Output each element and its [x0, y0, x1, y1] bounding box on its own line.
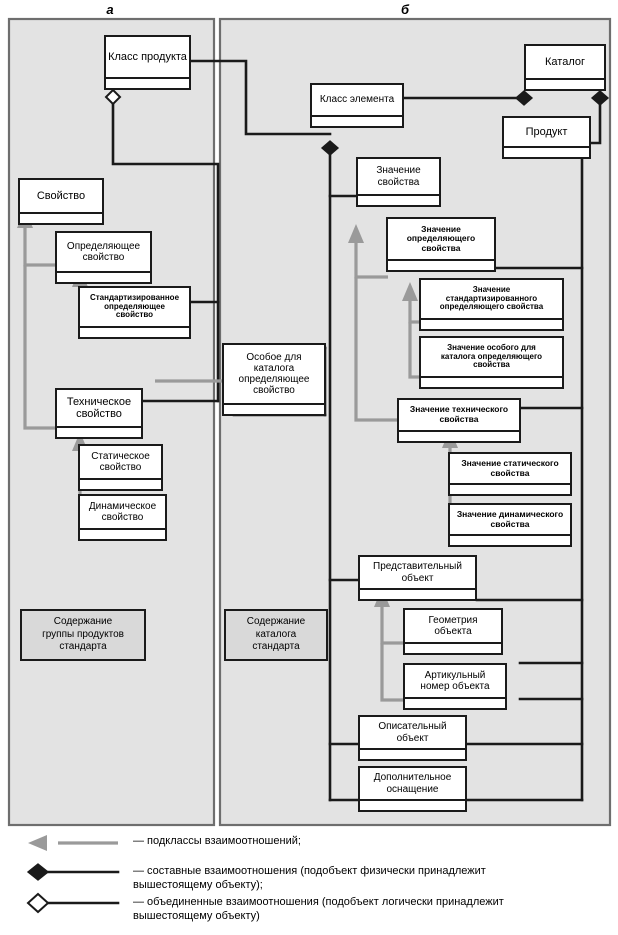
class-box-compartment — [405, 697, 505, 708]
class-box-title: Продукт — [525, 125, 568, 138]
class-box-compartment — [57, 426, 141, 437]
panel-a-letter: а — [106, 2, 114, 17]
class-box-compartment — [80, 528, 165, 539]
legend-symbols — [26, 835, 120, 914]
legend-item-subclass-text: — подклассы взаимоотношений; — [133, 835, 301, 847]
class-box-element-class[interactable]: Класс элемента — [310, 83, 404, 128]
class-box-compartment — [360, 588, 475, 599]
link-product-class-to-element-class — [189, 59, 332, 136]
class-box-title: Каталог — [545, 55, 585, 68]
class-box-compartment — [360, 748, 465, 759]
class-box-title: Класс элемента — [319, 94, 395, 106]
class-box-product-class[interactable]: Класс продукта — [104, 35, 191, 90]
class-box-compartment — [504, 146, 589, 157]
class-box-product[interactable]: Продукт — [502, 116, 591, 159]
class-box-compartment — [421, 376, 562, 387]
class-box-compartment — [358, 194, 439, 205]
filled-diamond-catalog-right — [590, 90, 610, 106]
subclass-arrowhead-defining-property-value — [402, 282, 418, 301]
legend-item-aggregation-text: — объединенные взаимоотношения (подобъек… — [133, 896, 504, 923]
class-box-compartment — [20, 212, 102, 223]
filled-diamond-catalog-left — [514, 90, 534, 106]
subclass-arrow-technical-property — [23, 265, 57, 430]
link-product-to-catalog — [589, 96, 602, 145]
link-product-class-trunk — [111, 102, 220, 403]
legend-hollow-diamond — [26, 892, 50, 914]
hollow-diamond-product-class — [104, 88, 122, 106]
class-box-catalog[interactable]: Каталог — [524, 44, 606, 91]
class-box-title: Класс продукта — [108, 50, 187, 63]
class-box-compartment — [80, 326, 189, 337]
panel-b-letter: б — [400, 2, 410, 17]
class-box-compartment — [106, 77, 189, 88]
class-box-compartment — [80, 478, 161, 489]
class-box-property[interactable]: Свойство — [18, 178, 104, 225]
legend-gray-arrowhead — [28, 835, 47, 851]
legend: — подклассы взаимоотношений; — составные… — [0, 828, 618, 935]
class-box-title: Свойство — [36, 189, 86, 202]
class-box-compartment — [526, 78, 604, 89]
class-box-compartment — [421, 318, 562, 329]
subclass-arrow-technical-property-value — [354, 277, 398, 422]
class-box-compartment — [360, 799, 465, 810]
subclass-arrowhead-property-value — [348, 224, 364, 243]
class-box-compartment — [388, 259, 494, 270]
class-box-compartment — [450, 483, 570, 494]
class-box-compartment — [450, 534, 570, 545]
class-box-compartment — [312, 115, 402, 126]
class-box-compartment — [224, 403, 324, 414]
class-box-compartment — [405, 642, 501, 653]
class-box-compartment — [399, 430, 519, 441]
legend-item-composition-text: — составные взаимоотношения (подобъект ф… — [133, 865, 486, 892]
legend-filled-diamond — [26, 863, 50, 881]
class-box-compartment — [57, 271, 150, 282]
